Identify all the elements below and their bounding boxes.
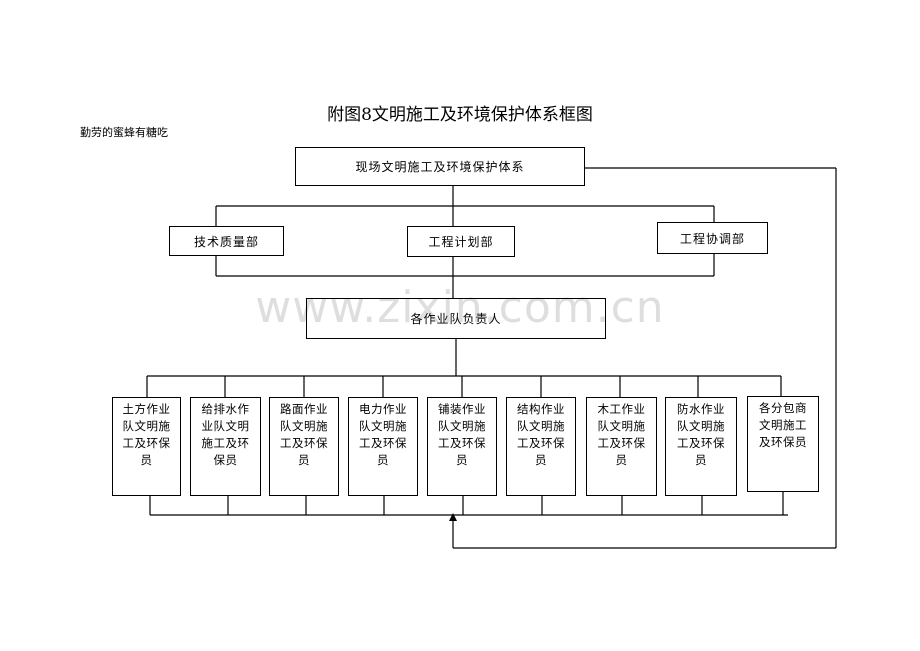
team-box-pavement: 路面作业 队文明施 工及环保 员 bbox=[269, 397, 339, 496]
team-line: 各分包商 bbox=[759, 401, 807, 415]
team-line: 员 bbox=[377, 453, 389, 467]
arrow-head bbox=[449, 513, 457, 521]
team-line: 工及环保 bbox=[438, 436, 486, 450]
team-line: 土方作业 bbox=[122, 402, 171, 416]
team-line: 给排水作 bbox=[201, 402, 250, 416]
team-line: 及环保员 bbox=[759, 435, 807, 449]
team-box-paving: 铺装作业 队文明施 工及环保 员 bbox=[427, 397, 497, 496]
team-line: 工及环保 bbox=[677, 436, 725, 450]
team-line: 电力作业 bbox=[359, 402, 407, 416]
team-line: 工及环保 bbox=[517, 436, 565, 450]
team-line: 队文明施 bbox=[280, 419, 328, 433]
team-line: 员 bbox=[298, 453, 310, 467]
team-line: 施工及环 bbox=[201, 436, 250, 450]
dept-box-technical-quality: 技术质量部 bbox=[169, 226, 284, 256]
team-line: 结构作业 bbox=[517, 402, 565, 416]
dept-box-engineering-coordination: 工程协调部 bbox=[657, 222, 768, 254]
team-line: 员 bbox=[140, 453, 153, 467]
team-line: 业队文明 bbox=[201, 419, 250, 433]
team-line: 工及环保 bbox=[359, 436, 407, 450]
team-line: 保员 bbox=[213, 453, 238, 467]
team-line: 队文明施 bbox=[359, 419, 407, 433]
team-box-structure: 结构作业 队文明施 工及环保 员 bbox=[506, 397, 576, 496]
team-box-carpentry: 木工作业 队文明施 工及环保 员 bbox=[586, 397, 657, 496]
team-line: 工及环保 bbox=[280, 436, 328, 450]
subtitle-text: 勤劳的蜜蜂有糖吃 bbox=[80, 126, 168, 139]
team-line: 文明施工 bbox=[759, 418, 807, 432]
team-line: 木工作业 bbox=[597, 402, 646, 416]
team-line: 防水作业 bbox=[677, 402, 725, 416]
team-line: 队文明施 bbox=[122, 419, 171, 433]
diagram-title: 附图8文明施工及环境保护体系框图 bbox=[327, 105, 593, 125]
team-line: 队文明施 bbox=[438, 419, 486, 433]
team-box-water-drainage: 给排水作 业队文明 施工及环 保员 bbox=[190, 397, 261, 496]
dept-box-engineering-planning: 工程计划部 bbox=[407, 226, 515, 257]
team-box-earthwork: 土方作业 队文明施 工及环保 员 bbox=[112, 397, 181, 496]
team-box-electrical: 电力作业 队文明施 工及环保 员 bbox=[348, 397, 418, 496]
team-line: 路面作业 bbox=[280, 402, 328, 416]
team-line: 工及环保 bbox=[597, 436, 646, 450]
top-system-box: 现场文明施工及环境保护体系 bbox=[295, 147, 585, 186]
team-line: 铺装作业 bbox=[438, 402, 486, 416]
team-box-subcontractors: 各分包商 文明施工 及环保员 bbox=[747, 396, 819, 492]
team-line: 员 bbox=[456, 453, 468, 467]
team-line: 队文明施 bbox=[677, 419, 725, 433]
team-line: 队文明施 bbox=[597, 419, 646, 433]
team-line: 员 bbox=[695, 453, 707, 467]
team-line: 工及环保 bbox=[122, 436, 171, 450]
team-leader-box: 各作业队负责人 bbox=[306, 298, 606, 339]
team-line: 员 bbox=[615, 453, 628, 467]
team-line: 员 bbox=[535, 453, 547, 467]
team-line: 队文明施 bbox=[517, 419, 565, 433]
team-box-waterproofing: 防水作业 队文明施 工及环保 员 bbox=[665, 397, 737, 496]
